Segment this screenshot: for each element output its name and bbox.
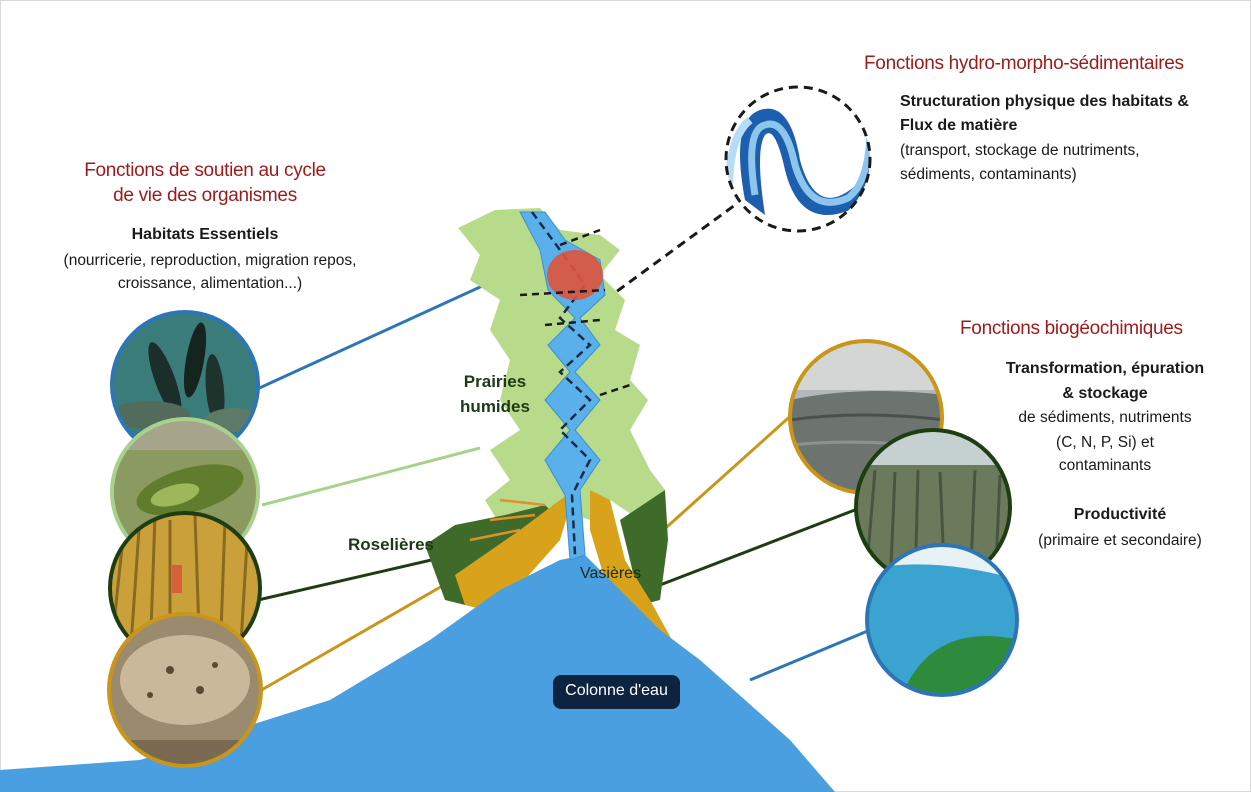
right-section-desc-line2: (C, N, P, Si) et (975, 434, 1235, 452)
label-prairies-line1: Prairies (450, 372, 540, 392)
top-right-section-desc-line2: sédiments, contaminants) (900, 166, 1077, 184)
right-section-desc-line1: de sédiments, nutriments (975, 409, 1235, 427)
left-section-title-line1: Fonctions de soutien au cycle (50, 160, 360, 182)
left-section-title-line2: de vie des organismes (50, 185, 360, 207)
connector-line-saltmarsh (660, 508, 860, 585)
hydro-dynamics-circle (726, 87, 891, 231)
connector-line-frog (262, 448, 480, 505)
top-right-section-subtitle-line1: Structuration physique des habitats & (900, 93, 1189, 111)
top-right-section-title: Fonctions hydro-morpho-sédimentaires (864, 53, 1184, 75)
fish-nursery-zone (547, 250, 603, 300)
connector-line-water (750, 630, 870, 680)
right-section-sub1-line2: & stockage (975, 385, 1235, 403)
left-section-subtitle: Habitats Essentiels (50, 226, 360, 244)
right-section-sub1-line1: Transformation, épuration (975, 360, 1235, 378)
right-section-sub2-desc: (primaire et secondaire) (1000, 532, 1240, 550)
label-prairies-line2: humides (450, 397, 540, 417)
top-right-section-subtitle-line2: Flux de matière (900, 117, 1017, 135)
label-colonne-eau: Colonne d'eau (553, 682, 680, 700)
left-section-desc-line2: croissance, alimentation...) (20, 275, 400, 293)
left-section-desc-line1: (nourricerie, reproduction, migration re… (20, 252, 400, 270)
label-roselieres: Roselières (348, 535, 434, 555)
connector-line-reed (258, 558, 440, 600)
right-section-title: Fonctions biogéochimiques (960, 318, 1183, 340)
top-right-section-desc-line1: (transport, stockage de nutriments, (900, 142, 1140, 160)
label-vasieres: Vasières (580, 565, 641, 583)
connector-line-hydro (605, 205, 735, 300)
right-section-sub2: Productivité (1000, 506, 1240, 524)
right-section-desc-line3: contaminants (975, 457, 1235, 475)
water-photo-circle (865, 545, 1025, 700)
